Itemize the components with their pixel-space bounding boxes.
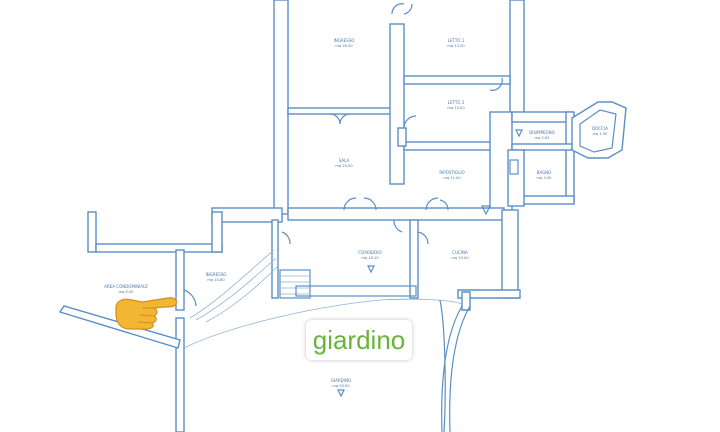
room-letto1-area: mq 13.00: [447, 44, 465, 48]
room-giardino-name: GIARDINO: [331, 378, 351, 383]
room-ripostiglio-name: RIPOSTIGLIO: [439, 170, 464, 175]
room-area-condominiale-name: AREA CONDOMINIALE: [104, 284, 148, 289]
giardino-label-badge: giardino: [306, 320, 412, 360]
room-ripostiglio-area: mq 11.00: [443, 176, 461, 180]
room-disimpegno-name: DISIMPEGNO: [529, 130, 555, 135]
room-sala-area: mq 25.90: [335, 164, 353, 168]
room-ingresso-name: INGRESSO: [334, 38, 355, 43]
room-doccia-name: DOCCIA: [592, 126, 608, 131]
garden-outline: [183, 298, 463, 432]
room-disimpegno-area: mq 2.63: [535, 136, 550, 140]
stairs: [189, 249, 417, 323]
room-letto2-area: mq 13.00: [447, 106, 465, 110]
room-giardino-area: mq 93.00: [332, 384, 350, 388]
room-letto2-name: LETTO 2: [448, 100, 465, 105]
room-area-condominiale-area: mq 0.00: [119, 290, 135, 294]
room-labels: INGRESSO mq 26.40 LETTO 1 mq 13.00 LETTO…: [104, 38, 608, 388]
room-cucina-area: mq 10.00: [451, 256, 469, 260]
room-ingresso-ext-area: mq 10.80: [207, 278, 225, 282]
room-letto1-name: LETTO 1: [448, 38, 465, 43]
room-bagno-area: mq 4.00: [537, 176, 553, 180]
pointing-hand-icon: [112, 290, 182, 332]
room-sala-name: SALA: [339, 158, 350, 163]
doors: [183, 3, 503, 307]
walls: [58, 0, 627, 432]
room-ingresso-ext-name: INGRESSO: [206, 272, 227, 277]
fixtures: [337, 129, 523, 398]
room-ingresso-area: mq 26.40: [335, 44, 353, 48]
room-bagno-name: BAGNO: [537, 170, 552, 175]
giardino-label-text: giardino: [312, 324, 406, 355]
room-doccia-area: mq 1.90: [593, 132, 609, 136]
room-corridoio-area: mq 18.10: [361, 256, 379, 260]
room-corridoio-name: CORRIDOIO: [358, 250, 381, 255]
room-cucina-name: CUCINA: [452, 250, 468, 255]
